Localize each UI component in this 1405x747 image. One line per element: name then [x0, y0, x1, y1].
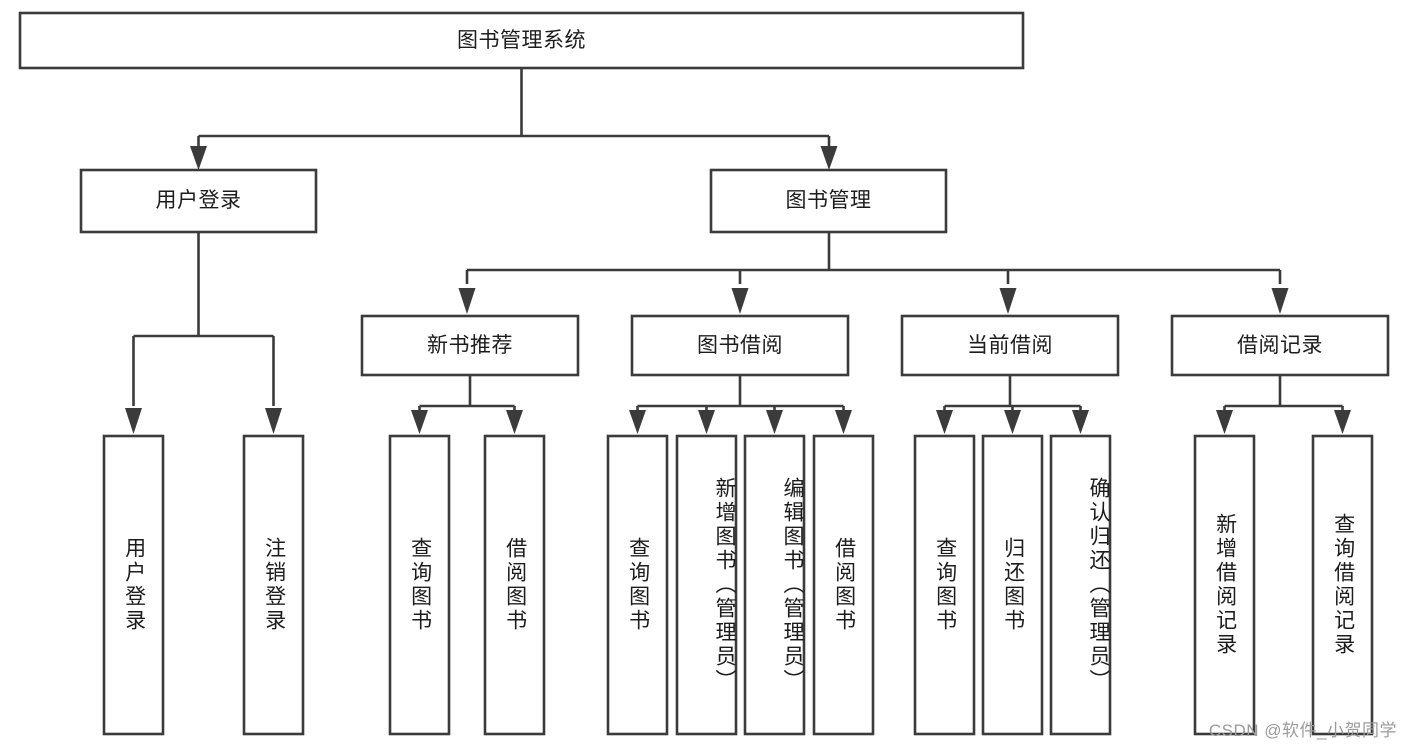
- arrow-head-icon: [265, 408, 282, 434]
- arrow-head-icon: [458, 288, 476, 314]
- node-box-leaf-edit-book-admin[interactable]: [743, 434, 806, 736]
- arrow-head-icon: [411, 410, 428, 434]
- connector-bookborrow-to-leaves: [629, 375, 852, 434]
- node-box-leaf-logout[interactable]: [242, 434, 305, 736]
- node-box-borrow-record[interactable]: [1170, 314, 1390, 377]
- node-box-leaf-query-borrow-record[interactable]: [1311, 434, 1374, 736]
- arrow-head-icon: [125, 408, 142, 434]
- arrow-head-icon: [629, 410, 646, 434]
- node-box-current-borrow[interactable]: [900, 314, 1120, 377]
- node-box-leaf-query-book-current[interactable]: [913, 434, 976, 736]
- arrow-head-icon: [1072, 410, 1089, 434]
- node-box-leaf-confirm-return-admin[interactable]: [1049, 434, 1112, 736]
- node-box-leaf-borrow-book-recommend[interactable]: [483, 434, 546, 736]
- arrow-head-icon: [936, 410, 953, 434]
- arrow-head-icon: [698, 410, 715, 434]
- connector-root-to-level2: [190, 68, 838, 170]
- arrow-head-icon: [506, 410, 523, 434]
- connector-bookmgmt-to-level3: [458, 232, 1289, 314]
- node-box-book-borrow[interactable]: [630, 314, 850, 377]
- node-box-root[interactable]: [18, 11, 1025, 70]
- node-box-user-login[interactable]: [79, 168, 318, 234]
- node-box-leaf-borrow-book[interactable]: [812, 434, 875, 736]
- arrow-head-icon: [835, 410, 852, 434]
- node-box-leaf-user-login[interactable]: [102, 434, 165, 736]
- arrow-head-icon: [190, 146, 207, 170]
- arrow-head-icon: [1271, 288, 1289, 314]
- csdn-watermark: CSDN @软件_小贺同学: [1208, 721, 1397, 740]
- node-box-leaf-query-book-recommend[interactable]: [388, 434, 451, 736]
- node-box-new-book-recommend[interactable]: [360, 314, 580, 377]
- arrow-head-icon: [820, 146, 838, 170]
- arrow-head-icon: [731, 288, 749, 314]
- arrow-head-icon: [766, 410, 783, 434]
- connector-userlogin-to-leaves: [125, 232, 282, 434]
- connector-newbook-to-leaves: [411, 375, 523, 434]
- arrow-head-icon: [1334, 410, 1351, 434]
- connector-borrowrecord-to-leaves: [1216, 375, 1351, 434]
- arrow-head-icon: [999, 288, 1017, 314]
- arrow-head-icon: [1216, 410, 1233, 434]
- node-box-leaf-add-book-admin[interactable]: [675, 434, 738, 736]
- connector-currentborrow-to-leaves: [936, 375, 1089, 434]
- node-box-leaf-add-borrow-record[interactable]: [1193, 434, 1256, 736]
- arrow-head-icon: [1004, 410, 1021, 434]
- node-box-leaf-return-book[interactable]: [981, 434, 1044, 736]
- node-box-book-management[interactable]: [709, 168, 948, 234]
- node-box-leaf-query-book-borrow[interactable]: [606, 434, 669, 736]
